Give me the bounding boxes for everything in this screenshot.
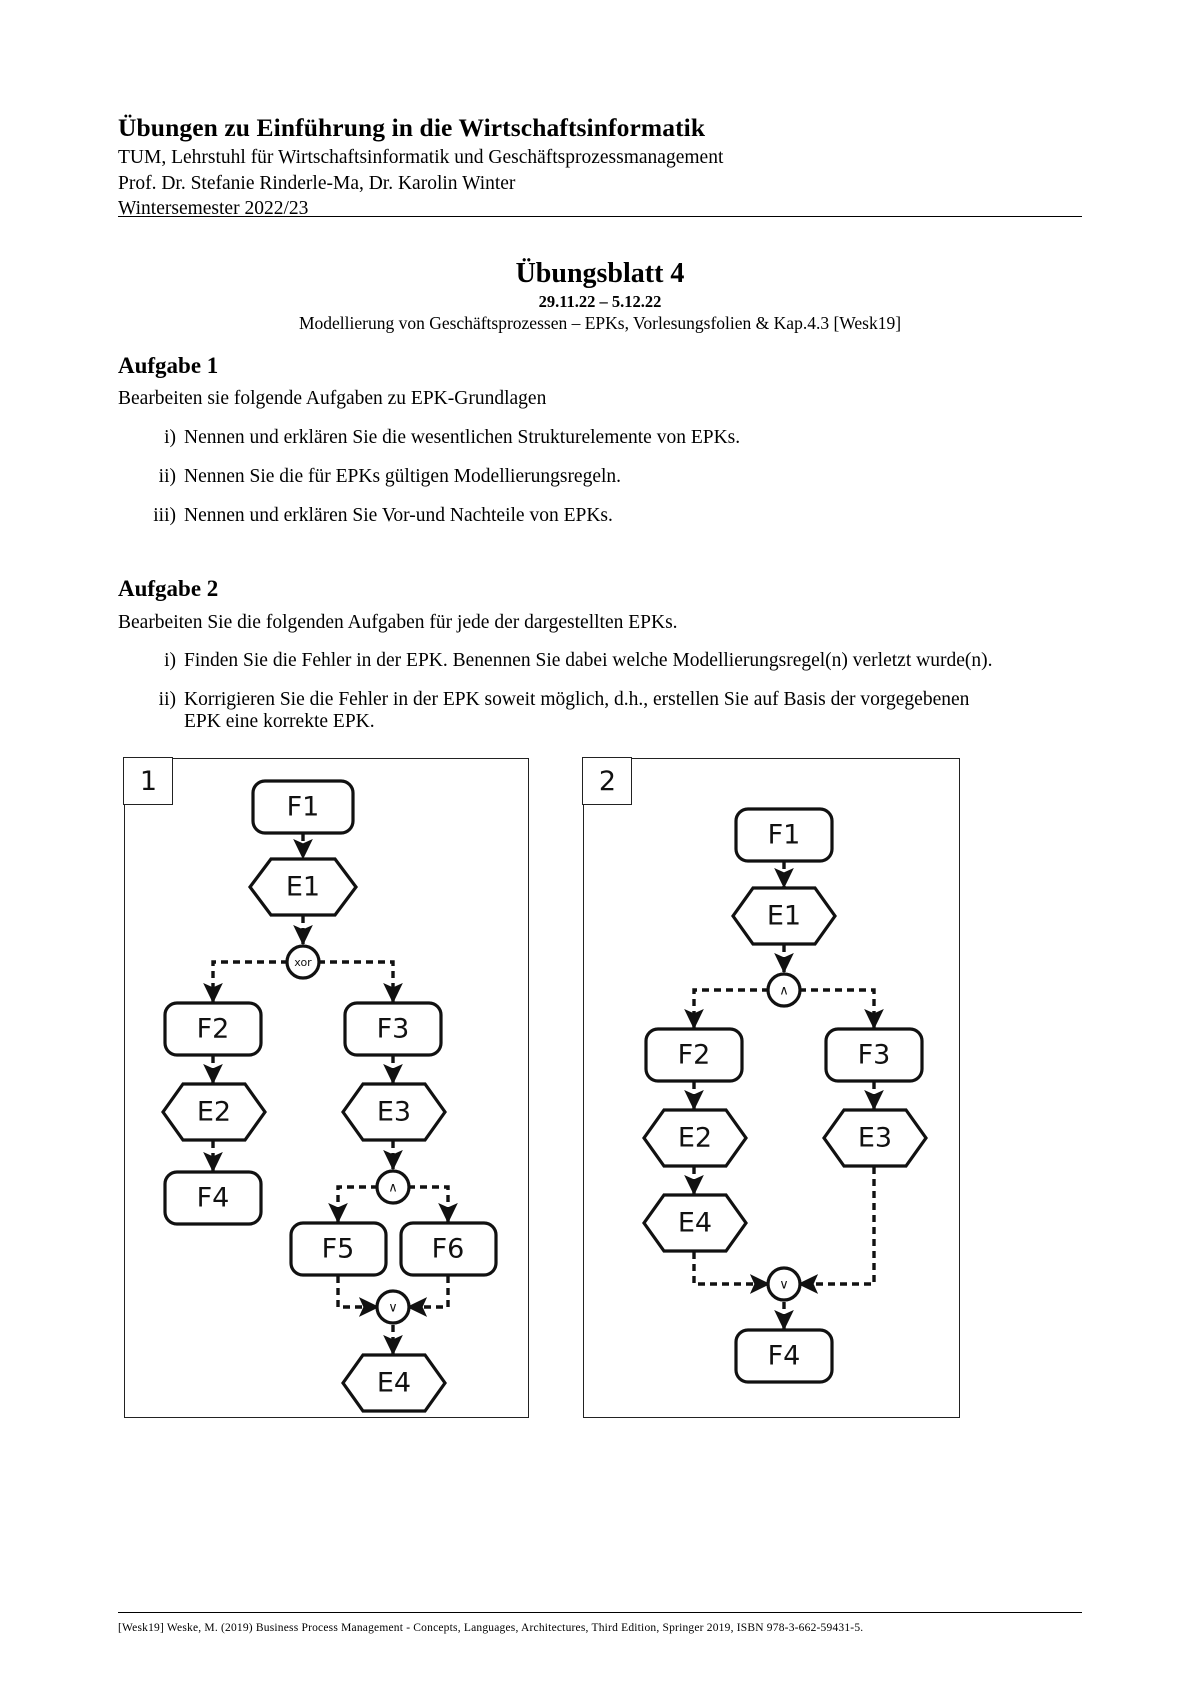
aufgabe2-item-2: ii) Korrigieren Sie die Fehler in der EP…	[140, 689, 1070, 733]
epk-connector-and-label: ∧	[388, 1181, 398, 1196]
epk-node-E4: E4	[341, 1353, 447, 1413]
epk-node-E3-label: E3	[377, 1097, 411, 1128]
footer-reference: [Wesk19] Weske, M. (2019) Business Proce…	[118, 1622, 864, 1634]
epk-node-E3: E3	[341, 1082, 447, 1142]
sheet-subtitle: Modellierung von Geschäftsprozessen – EP…	[298, 313, 902, 333]
epk-connector-2-and-label: ∧	[779, 984, 789, 999]
course-semester: Wintersemester 2022/23	[118, 198, 309, 220]
edge2-C1-F2	[684, 988, 769, 1030]
epk-node-F2-label: F2	[197, 1014, 230, 1045]
edge-F6-C3	[406, 1276, 450, 1317]
epk-node-F3: F3	[343, 1001, 443, 1057]
course-title: Übungen zu Einführung in die Wirtschafts…	[118, 113, 706, 142]
epk-figure-2-canvas: F1 E1 ∧ F2 F3	[642, 807, 928, 1384]
edge2-E3-C2	[797, 1167, 876, 1294]
epk-figure-2-tag: 2	[582, 757, 633, 806]
epk-connector-or-label: ∨	[388, 1301, 398, 1316]
aufgabe2-item-2-text: Korrigieren Sie die Fehler in der EPK so…	[184, 689, 970, 710]
epk-connector-or: ∨	[375, 1289, 411, 1325]
epk-connector-and: ∧	[375, 1169, 411, 1205]
sheet-title: Übungsblatt 4	[515, 258, 685, 289]
aufgabe2-item-1-marker: i)	[164, 650, 176, 671]
epk-connector-2-or: ∨	[766, 1266, 802, 1302]
epk-node-2-E4: E4	[642, 1193, 748, 1253]
aufgabe1-item-3-text: Nennen und erklären Sie Vor-und Nachteil…	[184, 505, 613, 526]
epk-node-F5-label: F5	[322, 1234, 355, 1265]
edge-F5-C3	[336, 1276, 380, 1317]
epk-node-F6-label: F6	[432, 1234, 465, 1265]
aufgabe2-item-2-text-wrap: Korrigieren Sie die Fehler in der EPK so…	[184, 689, 1070, 733]
epk-node-2-F2: F2	[644, 1027, 744, 1083]
epk-node-2-F3-label: F3	[858, 1040, 891, 1071]
epk-node-2-F3: F3	[824, 1027, 924, 1083]
epk-figure-1-edges	[203, 834, 458, 1356]
aufgabe2-item-1-text: Finden Sie die Fehler in der EPK. Benenn…	[184, 650, 993, 671]
epk-node-2-F2-label: F2	[678, 1040, 711, 1071]
epk-node-2-E3: E3	[822, 1108, 928, 1168]
epk-node-2-E1-label: E1	[767, 901, 801, 932]
epk-node-F5: F5	[289, 1221, 388, 1277]
epk-connector-xor-label: xor	[294, 956, 312, 969]
aufgabe1-intro: Bearbeiten sie folgende Aufgaben zu EPK-…	[118, 388, 547, 409]
epk-node-F1-label: F1	[287, 792, 320, 823]
epk-figure-2-edges	[684, 862, 884, 1331]
aufgabe1-item-2-marker: ii)	[158, 466, 176, 487]
header-divider	[118, 216, 1082, 217]
epk-node-F4-label: F4	[197, 1183, 230, 1214]
epk-node-F3-label: F3	[377, 1014, 410, 1045]
epk-node-F2: F2	[163, 1001, 263, 1057]
aufgabe1-item-1: i) Nennen und erklären Sie die wesentlic…	[140, 427, 1060, 449]
epk-figure-1-tag: 1	[123, 757, 174, 806]
aufgabe2-item-2-marker: ii)	[158, 689, 176, 710]
epk-node-2-F4: F4	[734, 1328, 834, 1384]
epk-figure-2: 2 F1	[582, 757, 960, 1418]
aufgabe2-intro: Bearbeiten Sie die folgenden Aufgaben fü…	[118, 612, 678, 633]
epk-node-E2-label: E2	[197, 1097, 231, 1128]
aufgabe1-heading: Aufgabe 1	[118, 353, 219, 378]
epk-node-F6: F6	[399, 1221, 498, 1277]
epk-node-2-E3-label: E3	[858, 1123, 892, 1154]
epk-node-2-E2: E2	[642, 1108, 748, 1168]
edge-C2-F6	[408, 1185, 458, 1224]
document-header: Übungen zu Einführung in die Wirtschafts…	[118, 112, 1082, 222]
epk-node-2-F1: F1	[734, 807, 834, 863]
sheet-dates: 29.11.22 – 5.12.22	[538, 292, 662, 311]
epk-connector-2-or-label: ∨	[779, 1278, 789, 1293]
epk-figure-1-canvas: F1 E1 xor F2 F3	[161, 779, 498, 1413]
epk-node-2-F4-label: F4	[768, 1341, 801, 1372]
edge-C1-F2	[203, 960, 288, 1004]
epk-node-2-F1-label: F1	[768, 820, 801, 851]
course-chair: TUM, Lehrstuhl für Wirtschaftsinformatik…	[118, 146, 724, 168]
epk-node-F4: F4	[163, 1170, 263, 1226]
aufgabe2-heading: Aufgabe 2	[118, 576, 219, 601]
edge-C2-F5	[328, 1185, 378, 1224]
aufgabe1-item-3-marker: iii)	[153, 505, 176, 526]
edge2-C1-F3	[799, 988, 884, 1030]
epk-node-E4-label: E4	[377, 1368, 411, 1399]
epk-node-2-E4-label: E4	[678, 1208, 712, 1239]
footer-divider	[118, 1612, 1082, 1613]
edge-C1-F3	[318, 960, 403, 1004]
edge2-E4-C2	[692, 1252, 771, 1294]
aufgabe2-item-1: i) Finden Sie die Fehler in der EPK. Ben…	[140, 650, 1070, 672]
aufgabe1-item-2-text: Nennen Sie die für EPKs gültigen Modelli…	[184, 466, 622, 487]
aufgabe1-item-2: ii) Nennen Sie die für EPKs gültigen Mod…	[140, 466, 1060, 488]
aufgabe1-item-1-text: Nennen und erklären Sie die wesentlichen…	[184, 427, 741, 448]
aufgabe1-item-1-marker: i)	[164, 427, 176, 448]
epk-node-F1: F1	[251, 779, 355, 835]
course-lecturers: Prof. Dr. Stefanie Rinderle-Ma, Dr. Karo…	[118, 172, 516, 194]
epk-connector-xor: xor	[285, 944, 321, 980]
epk-node-E1: E1	[248, 857, 358, 917]
epk-node-E2: E2	[161, 1082, 267, 1142]
epk-node-2-E2-label: E2	[678, 1123, 712, 1154]
aufgabe2-item-2-text-line2: EPK eine korrekte EPK.	[184, 711, 375, 732]
epk-node-2-E1: E1	[731, 886, 837, 946]
epk-figure-1: 1	[123, 757, 529, 1418]
aufgabe1-item-3: iii) Nennen und erklären Sie Vor-und Nac…	[140, 505, 1060, 527]
epk-connector-2-and: ∧	[766, 972, 802, 1008]
epk-node-E1-label: E1	[286, 872, 320, 903]
